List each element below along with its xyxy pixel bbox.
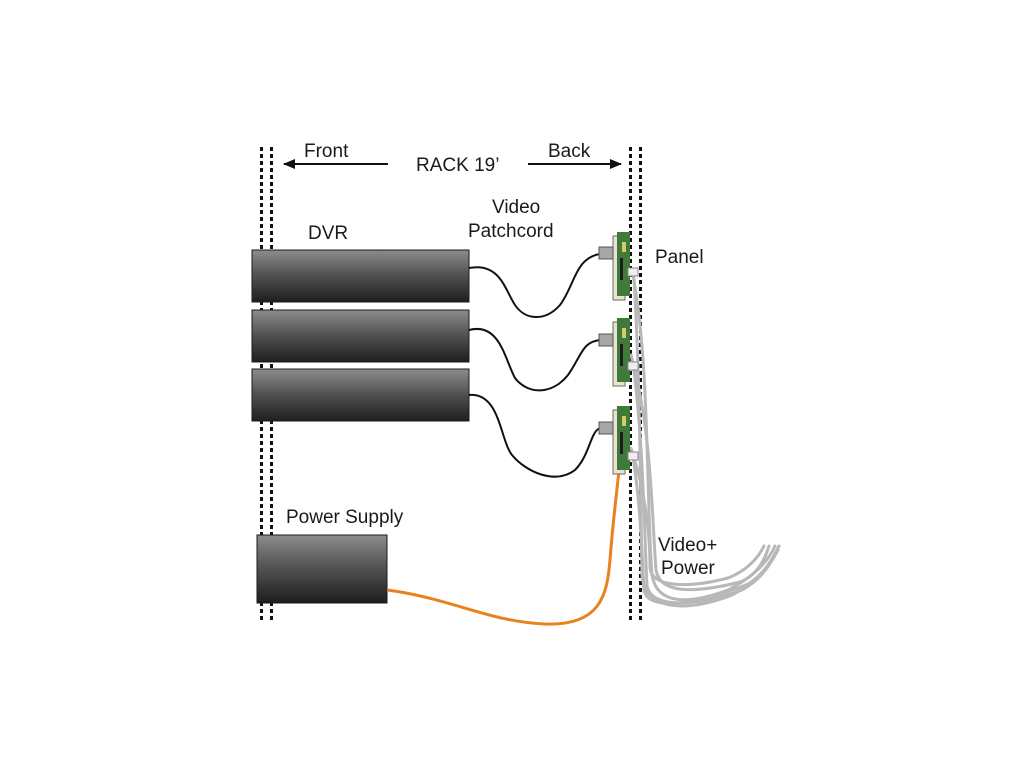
dvr-unit: [251, 309, 470, 363]
patchcord-label-line2: Patchcord: [468, 221, 554, 242]
video-power-label-line1: Video+: [658, 535, 717, 556]
power-cable: [386, 469, 621, 626]
patchcord-label-line1: Video: [492, 197, 540, 218]
rack-label: RACK 19’: [416, 155, 499, 176]
power-supply-unit: [256, 534, 388, 604]
back-label: Back: [548, 141, 591, 162]
panel-module: [598, 318, 639, 387]
dvr-unit: [251, 368, 470, 422]
video-power-cables: [629, 268, 781, 608]
video-patchcord: [468, 253, 601, 318]
power-supply-label: Power Supply: [286, 507, 404, 528]
video-power-label-line2: Power: [661, 558, 716, 579]
video-patchcord: [468, 393, 601, 478]
back-rack-rail: [629, 147, 642, 623]
panel-module: [598, 406, 639, 475]
dvr-unit: [251, 249, 470, 303]
video-patchcord: [468, 327, 601, 392]
panel-module: [598, 232, 639, 301]
front-label: Front: [304, 141, 349, 162]
panel-label: Panel: [655, 247, 704, 268]
dvr-label: DVR: [308, 223, 348, 244]
video-patchcords: [468, 253, 601, 478]
